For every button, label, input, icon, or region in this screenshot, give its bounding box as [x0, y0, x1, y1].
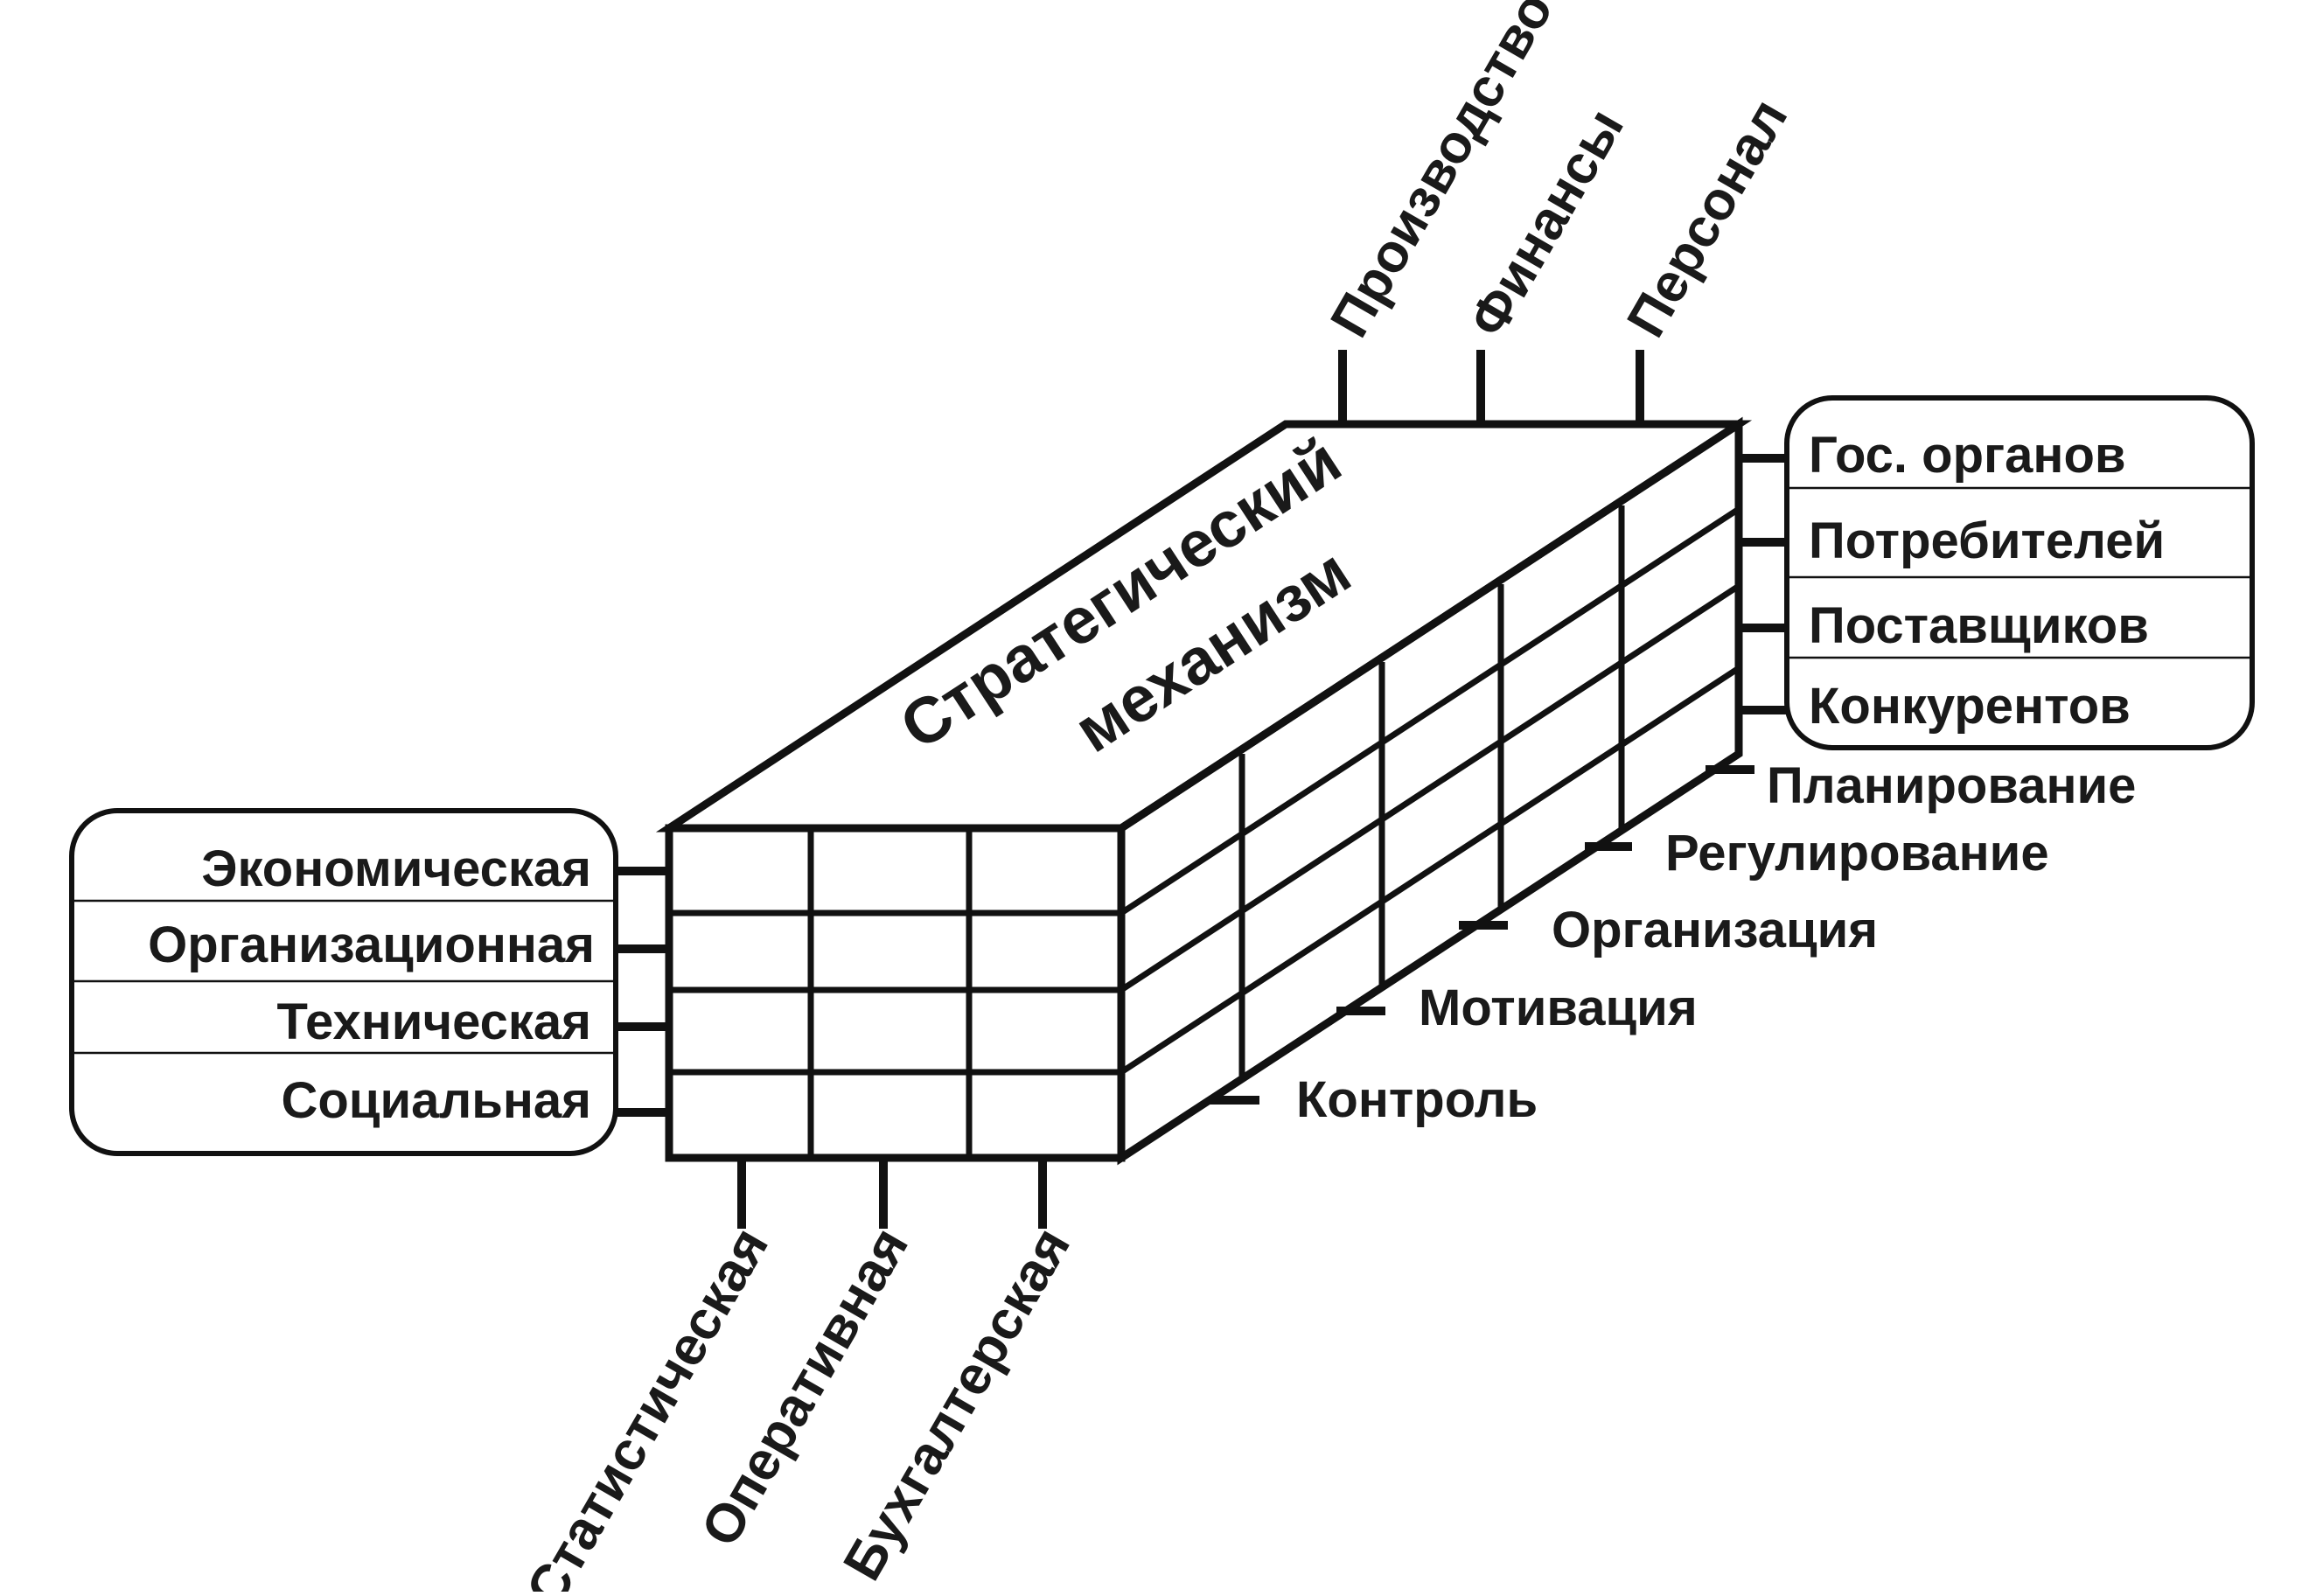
side-label-organizatsiya: Организация — [1552, 902, 1878, 958]
left-item-tehnicheskaya: Техническая — [276, 993, 591, 1050]
right-item-potrebiteley: Потребителей — [1809, 512, 2165, 569]
bottom-axis: Статистическая Оперативная Бухгалтерская — [515, 1158, 1082, 1596]
right-panel-frame — [1784, 395, 2255, 750]
top-label-personal: Персонал — [1615, 89, 1799, 347]
right-item-postavshchikov: Поставщиков — [1809, 597, 2149, 654]
right-item-gos-organov: Гос. органов — [1809, 427, 2126, 484]
left-item-ekonomicheskaya: Экономическая — [201, 840, 591, 897]
right-panel: Гос. органов Потребителей Поставщиков Ко… — [1739, 395, 2255, 750]
side-label-motivatsiya: Мотивация — [1419, 979, 1698, 1036]
box-3d: Стратегический механизм — [655, 416, 1753, 1166]
left-panel: Экономическая Организационная Техническа… — [69, 808, 669, 1156]
side-grid-depth-line — [1120, 583, 1740, 993]
side-label-regulirovanie: Регулирование — [1665, 825, 2049, 882]
left-item-organizatsionnaya: Организационная — [148, 916, 595, 973]
side-grid-depth-line — [1120, 506, 1740, 916]
right-item-konkurentov: Конкурентов — [1809, 678, 2131, 735]
side-label-kontrol: Контроль — [1296, 1071, 1538, 1128]
side-axis: Планирование Регулирование Организация М… — [1209, 757, 2136, 1128]
side-label-planirovanie: Планирование — [1767, 757, 2136, 814]
left-item-sotsialnaya: Социальная — [281, 1072, 591, 1129]
side-grid-depth-line — [1120, 666, 1740, 1075]
top-axis: Производство Финансы Персонал — [1319, 0, 1799, 424]
box-right-face — [1117, 416, 1743, 1166]
